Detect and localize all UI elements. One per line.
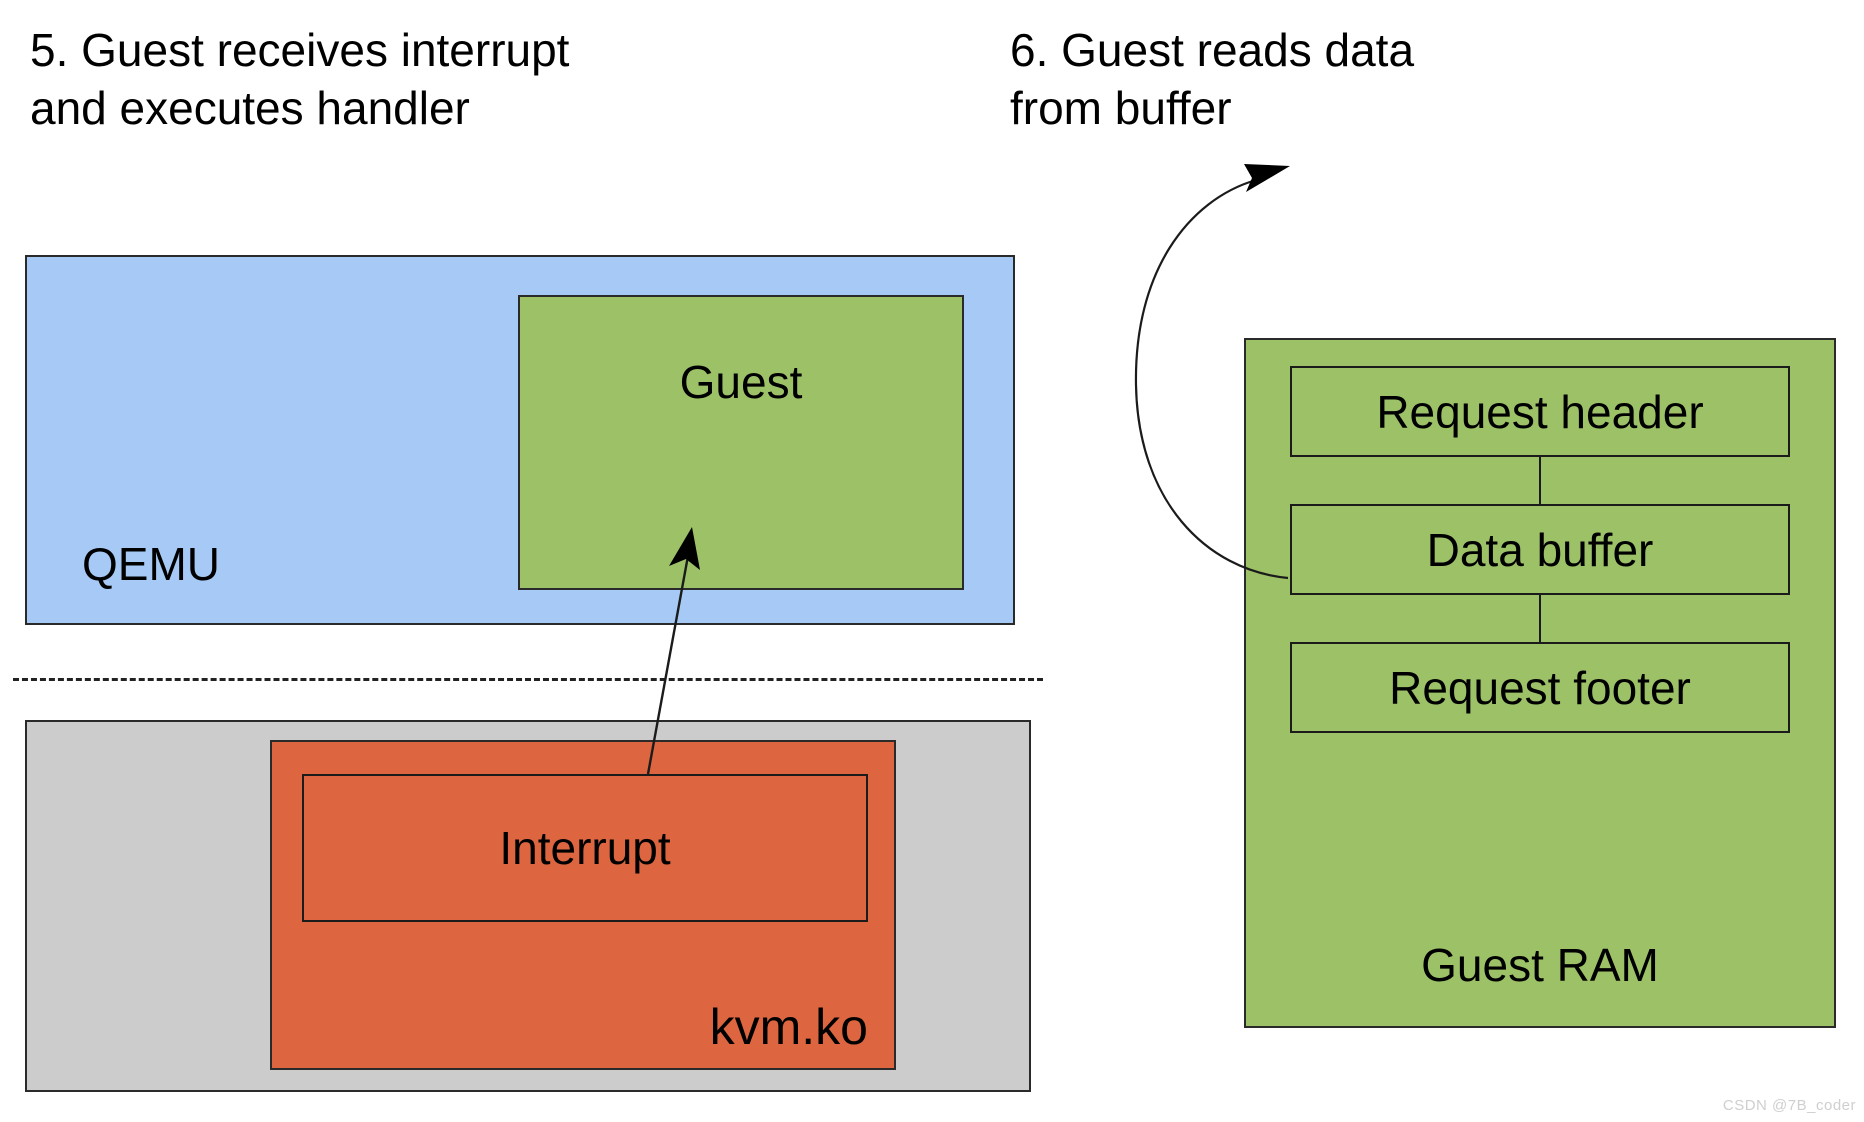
qemu-label: QEMU [82,538,220,590]
guest-box: Guest [518,295,964,590]
step-5-title: 5. Guest receives interrupt and executes… [30,24,570,134]
guest-ram-box: Request header Data buffer Request foote… [1244,338,1836,1028]
request-header-slot: Request header [1290,366,1790,457]
userspace-kernel-divider [13,678,1043,681]
step-6-title: 6. Guest reads data from buffer [1010,24,1415,134]
kvm-module-box: Interrupt kvm.ko [270,740,896,1070]
request-footer-slot: Request footer [1290,642,1790,733]
interrupt-box: Interrupt [302,774,868,922]
data-buffer-slot: Data buffer [1290,504,1790,595]
watermark: CSDN @7B_coder [1722,1097,1856,1114]
header-to-buffer-connector [1539,457,1541,504]
kvm-module-label: kvm.ko [709,999,868,1055]
guest-label: Guest [679,356,803,408]
guest-ram-label: Guest RAM [1421,939,1659,991]
buffer-to-footer-connector [1539,595,1541,642]
interrupt-label: Interrupt [499,822,671,874]
